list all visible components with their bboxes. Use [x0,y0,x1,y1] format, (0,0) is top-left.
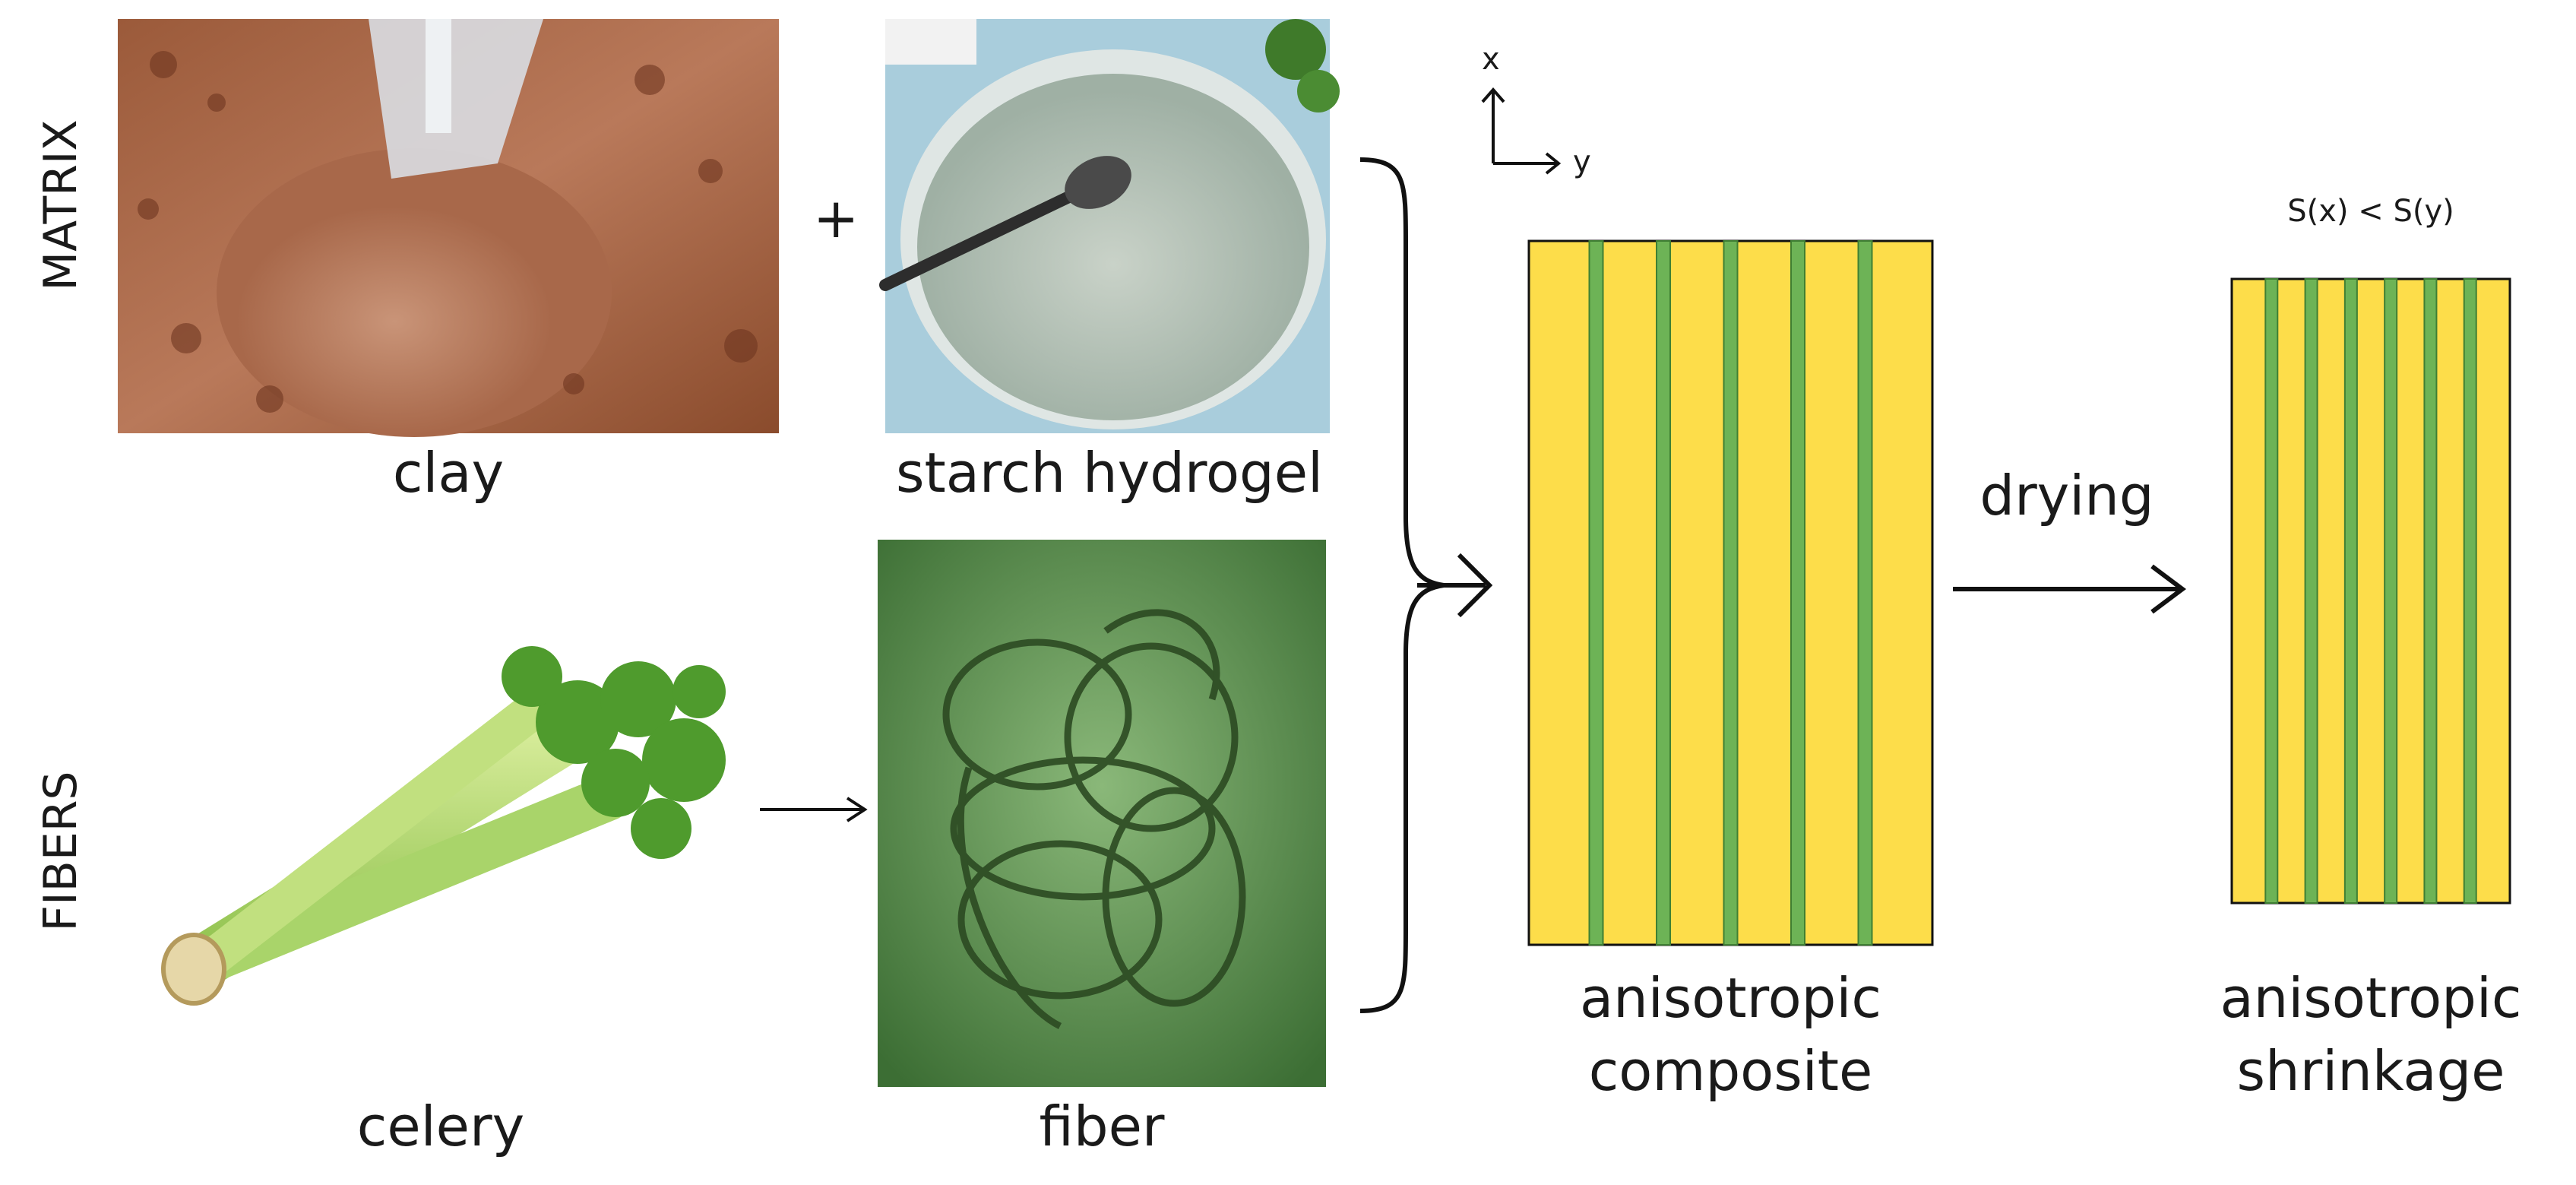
composite-fiber-strip [1723,240,1739,946]
fiber-caption: fiber [1039,1095,1165,1158]
axis-y-label: y [1573,144,1591,179]
celery-caption: celery [356,1095,525,1158]
shrinkage-caption-line1: anisotropic [2220,966,2522,1030]
shrinkage-fiber-strip [2384,278,2398,904]
shrinkage-fiber-strip [2423,278,2438,904]
composite-fiber-strip [1656,240,1671,946]
shrinkage-caption: anisotropic shrinkage [2173,962,2568,1107]
composite-caption: anisotropic composite [1497,962,1964,1107]
plus-sign: + [813,186,859,250]
matrix-label: MATRIX [34,119,87,291]
shrinkage-condition: S(x) < S(y) [2287,194,2454,229]
drying-arrow [1953,564,2186,614]
fiber-photo [878,540,1326,1087]
drying-label: drying [1979,464,2154,528]
shrinkage-fiber-strip [2343,278,2358,904]
axis-indicator [1481,87,1562,175]
anisotropic-composite-block [1527,239,1934,946]
celery-photo [161,646,726,1006]
composite-caption-line2: composite [1588,1039,1873,1103]
starch-hydrogel-photo [879,19,1340,433]
combine-brace [1359,157,1493,1013]
clay-photo [118,19,779,437]
fibers-label: FIBERS [34,771,87,932]
composite-fiber-strip [1790,240,1805,946]
shrinkage-fiber-strip [2304,278,2318,904]
clay-caption: clay [392,441,505,505]
anisotropic-shrinkage-block [2230,277,2511,905]
composite-caption-line1: anisotropic [1580,966,1881,1030]
axis-x-label: x [1482,42,1500,77]
celery-to-fiber-arrow [760,797,868,822]
shrinkage-fiber-strip [2463,278,2477,904]
composite-fiber-strip [1857,240,1873,946]
composite-fiber-strip [1588,240,1604,946]
shrinkage-fiber-strip [2264,278,2279,904]
starch-hydrogel-caption: starch hydrogel [895,441,1323,505]
shrinkage-caption-line2: shrinkage [2236,1039,2505,1103]
